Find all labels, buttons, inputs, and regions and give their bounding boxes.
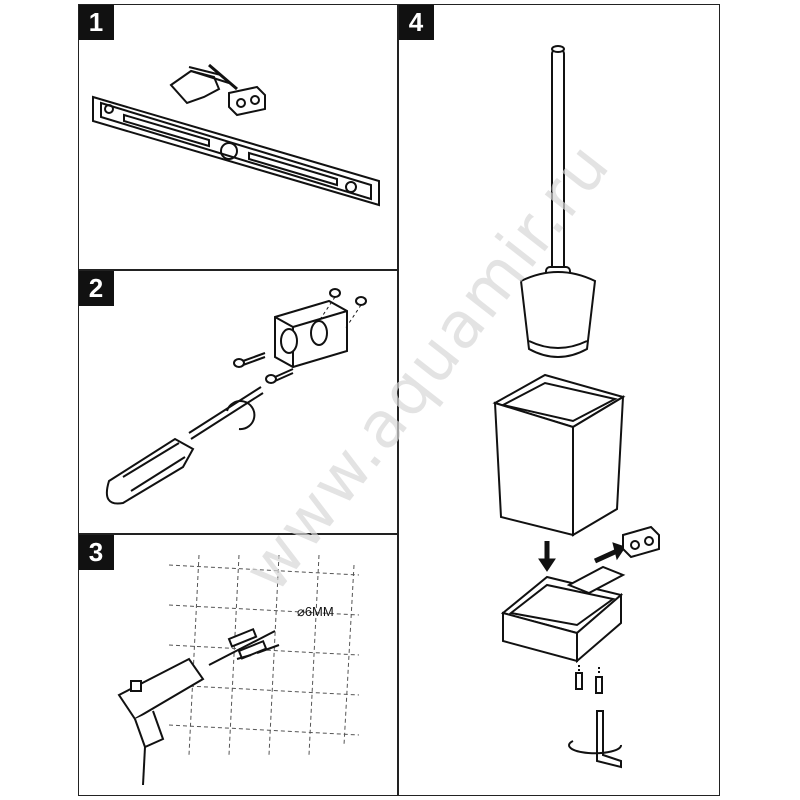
screw-icon <box>233 352 294 384</box>
spirit-level-illustration <box>92 63 380 207</box>
step-1-number: 1 <box>79 5 114 40</box>
step-4-panel: 4 <box>398 4 720 796</box>
brush-handle-icon <box>545 45 571 280</box>
mount-bracket-icon <box>622 525 660 559</box>
step-2-number: 2 <box>79 271 114 306</box>
bracket-block-icon <box>274 299 348 369</box>
step-3-number: 3 <box>79 535 114 570</box>
step-3-panel: 3 ⌀6MM <box>78 534 398 796</box>
tile-grid <box>168 554 360 756</box>
hand-pencil-icon <box>169 63 238 105</box>
bracket-icon <box>228 85 266 117</box>
toilet-brush-assembly-illustration <box>492 45 660 769</box>
glass-cup-icon <box>492 373 626 537</box>
holder-base-icon <box>500 565 626 664</box>
allen-key-icon <box>568 665 622 769</box>
drill-size-label: ⌀6MM <box>297 604 334 619</box>
step-4-number: 4 <box>399 5 434 40</box>
drill-icon <box>117 630 276 786</box>
brush-head-icon <box>519 271 597 358</box>
screwdriver-illustration <box>105 288 367 505</box>
step-1-panel: 1 <box>78 4 398 270</box>
step-2-panel: 2 <box>78 270 398 534</box>
wall-plug-icon <box>227 627 268 660</box>
drill-wall-illustration <box>117 554 360 786</box>
